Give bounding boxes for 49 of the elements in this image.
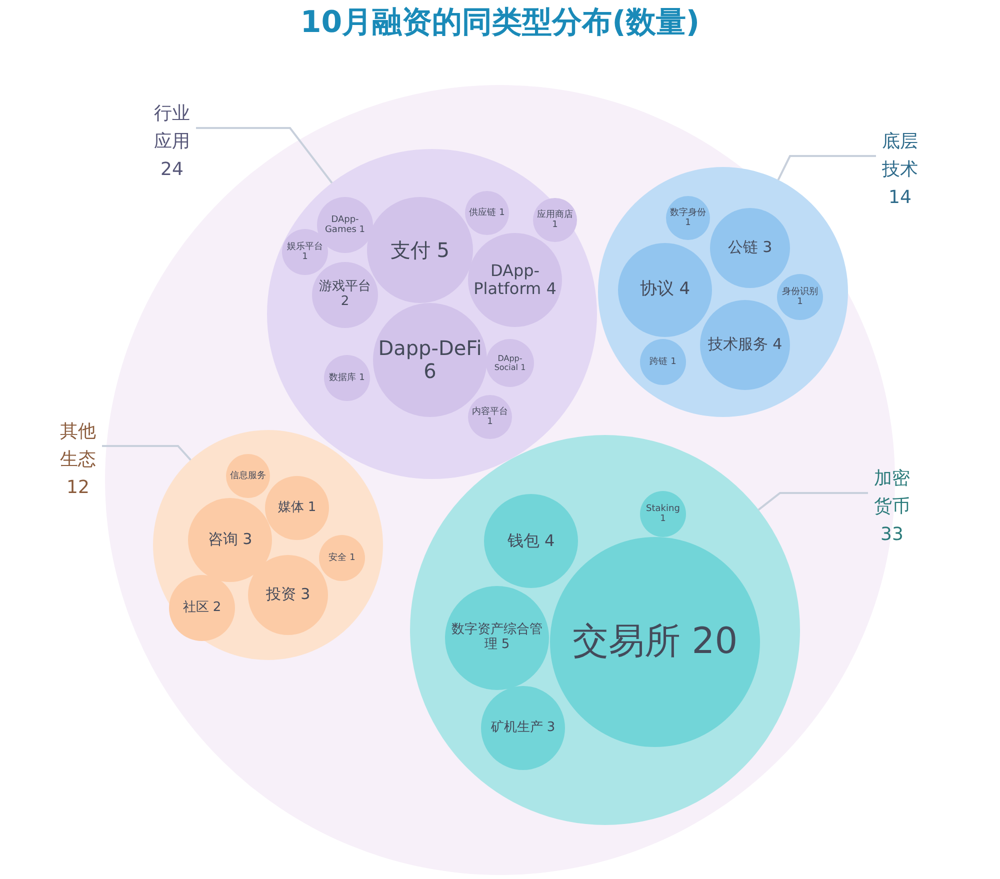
- bubble: [319, 535, 365, 581]
- bubble-label: 钱包 4: [507, 532, 555, 550]
- bubble-label: 安全 1: [328, 552, 356, 564]
- bubble-label: 数字资产综合管理 5: [450, 623, 544, 653]
- bubble: [777, 274, 823, 320]
- leader-line: [102, 445, 192, 461]
- bubble-label: 供应链 1: [469, 208, 505, 218]
- bubble-label: 数字身份 1: [669, 208, 707, 228]
- bubble-label: 咨询 3: [208, 531, 252, 549]
- category-name: 底层技术: [881, 130, 919, 182]
- bubble: [666, 196, 710, 240]
- category-name: 其他生态: [59, 420, 97, 472]
- bubble-label: 交易所 20: [572, 621, 738, 663]
- bubble-label: 信息服务: [230, 470, 266, 482]
- bubble-label: DApp-Social 1: [493, 354, 527, 372]
- category-name: 加密货币: [873, 467, 911, 519]
- bubble-label: 投资 3: [266, 586, 310, 604]
- category-count: 14: [888, 186, 912, 210]
- bubble-label: Staking 1: [645, 504, 681, 524]
- bubble: [533, 198, 577, 242]
- bubble: [640, 339, 686, 385]
- bubble-label: 游戏平台 2: [318, 280, 372, 310]
- chart-title: 10月融资的同类型分布(数量): [299, 4, 701, 42]
- bubble-label: 技术服务 4: [708, 336, 782, 354]
- bubble-label: 支付 5: [390, 238, 450, 262]
- bubble: [226, 454, 270, 498]
- bubble-label: 社区 2: [182, 600, 222, 616]
- category-count: 24: [160, 158, 184, 182]
- bubble-label: 应用商店 1: [536, 210, 574, 230]
- bubble: [265, 476, 329, 540]
- category-count: 33: [880, 523, 904, 547]
- bubble-label: 内容平台 1: [471, 406, 509, 428]
- bubble-label: 身份识别 1: [781, 286, 819, 308]
- bubble-label: 数据库 1: [329, 372, 365, 384]
- bubble-label: 协议 4: [640, 280, 690, 300]
- bubble-label: Dapp-DeFi 6: [377, 337, 483, 383]
- bubble-label: DApp-Games 1: [324, 214, 366, 236]
- bubble-label: 公链 3: [728, 239, 772, 257]
- bubble-label: DApp-Platform 4: [472, 262, 558, 298]
- bubble-label: 矿机生产 3: [490, 720, 556, 736]
- leader-line: [777, 155, 876, 180]
- category-count: 12: [66, 476, 90, 500]
- bubble: [640, 491, 686, 537]
- bubble-label: 娱乐平台 1: [286, 242, 324, 262]
- category-name: 行业应用: [153, 102, 191, 154]
- leader-line: [758, 492, 868, 511]
- bubble-label: 媒体 1: [278, 500, 316, 516]
- leader-line: [196, 127, 333, 184]
- bubble-label: 跨链 1: [650, 356, 676, 368]
